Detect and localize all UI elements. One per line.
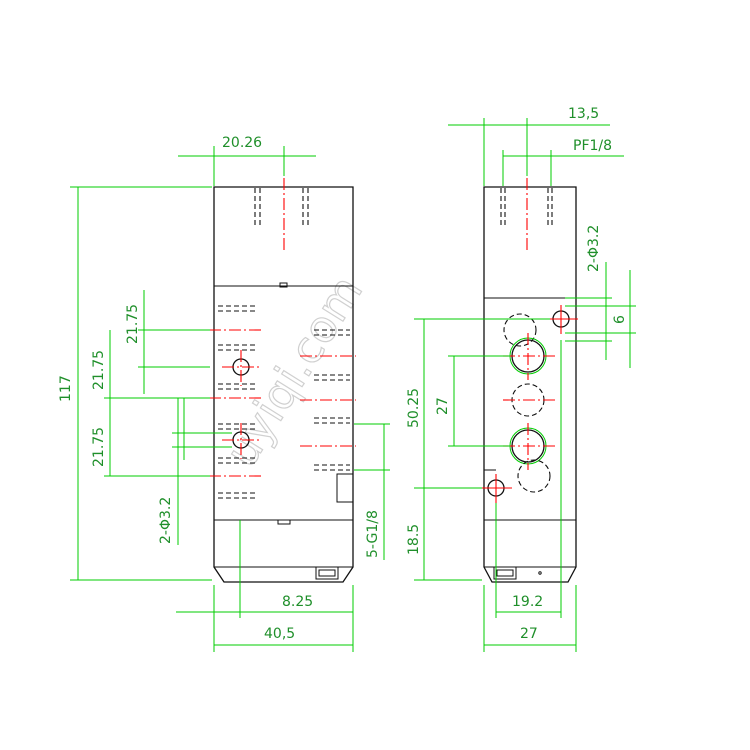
dim-21-75-b: 21.75 [91,350,107,390]
dim-20-26: 20.26 [222,135,262,151]
dim-27-pitch: 27 [435,397,451,415]
front-small-tab [279,282,288,288]
dim-18-5: 18.5 [406,524,422,555]
dim-2-phi-3-2-side: 2-Φ3.2 [586,225,602,272]
dim-pf1-8: PF1/8 [573,138,612,154]
front-view [209,178,356,583]
front-side-block [336,473,354,503]
dim-50-25: 50.25 [406,388,422,428]
dim-19-2: 19.2 [512,594,543,610]
front-port-dashes [218,305,350,499]
side-top-hidden [500,178,553,252]
side-port-5 [517,459,551,493]
dim-21-75-c: 21.75 [91,427,107,467]
dim-117: 117 [58,375,74,402]
side-ports [503,313,555,493]
dim-13-5: 13,5 [568,106,599,122]
dim-6: 6 [612,315,628,324]
dim-2-phi-3-2-front: 2-Φ3.2 [158,497,174,544]
dim-21-75-a: 21.75 [125,304,141,344]
dim-27-width: 27 [520,626,538,642]
side-mounting-holes [482,305,578,503]
side-window-inner [496,569,514,577]
side-view [482,178,578,583]
dim-40-5: 40,5 [264,626,295,642]
front-mounting-holes [222,350,262,459]
side-window [493,566,517,580]
side-port-1 [503,313,537,347]
front-bottom-tab [277,519,291,525]
dim-5-g1-8: 5-G1/8 [365,510,381,558]
front-dimensions: 20.26 117 21.75 21.75 21.75 2-Φ3.2 5-G1/… [58,135,390,652]
side-small-dot [538,571,542,575]
front-port-centerlines [209,329,356,477]
watermark-text: uyiqi.com [216,267,373,476]
dim-8-25: 8.25 [282,594,313,610]
front-top-hidden [254,178,309,252]
front-window-inner [318,569,336,577]
front-window [315,566,339,580]
side-body-outline [483,186,577,583]
side-dimensions: 13,5 PF1/8 2-Φ3.2 6 50.25 27 18.5 [406,106,636,652]
